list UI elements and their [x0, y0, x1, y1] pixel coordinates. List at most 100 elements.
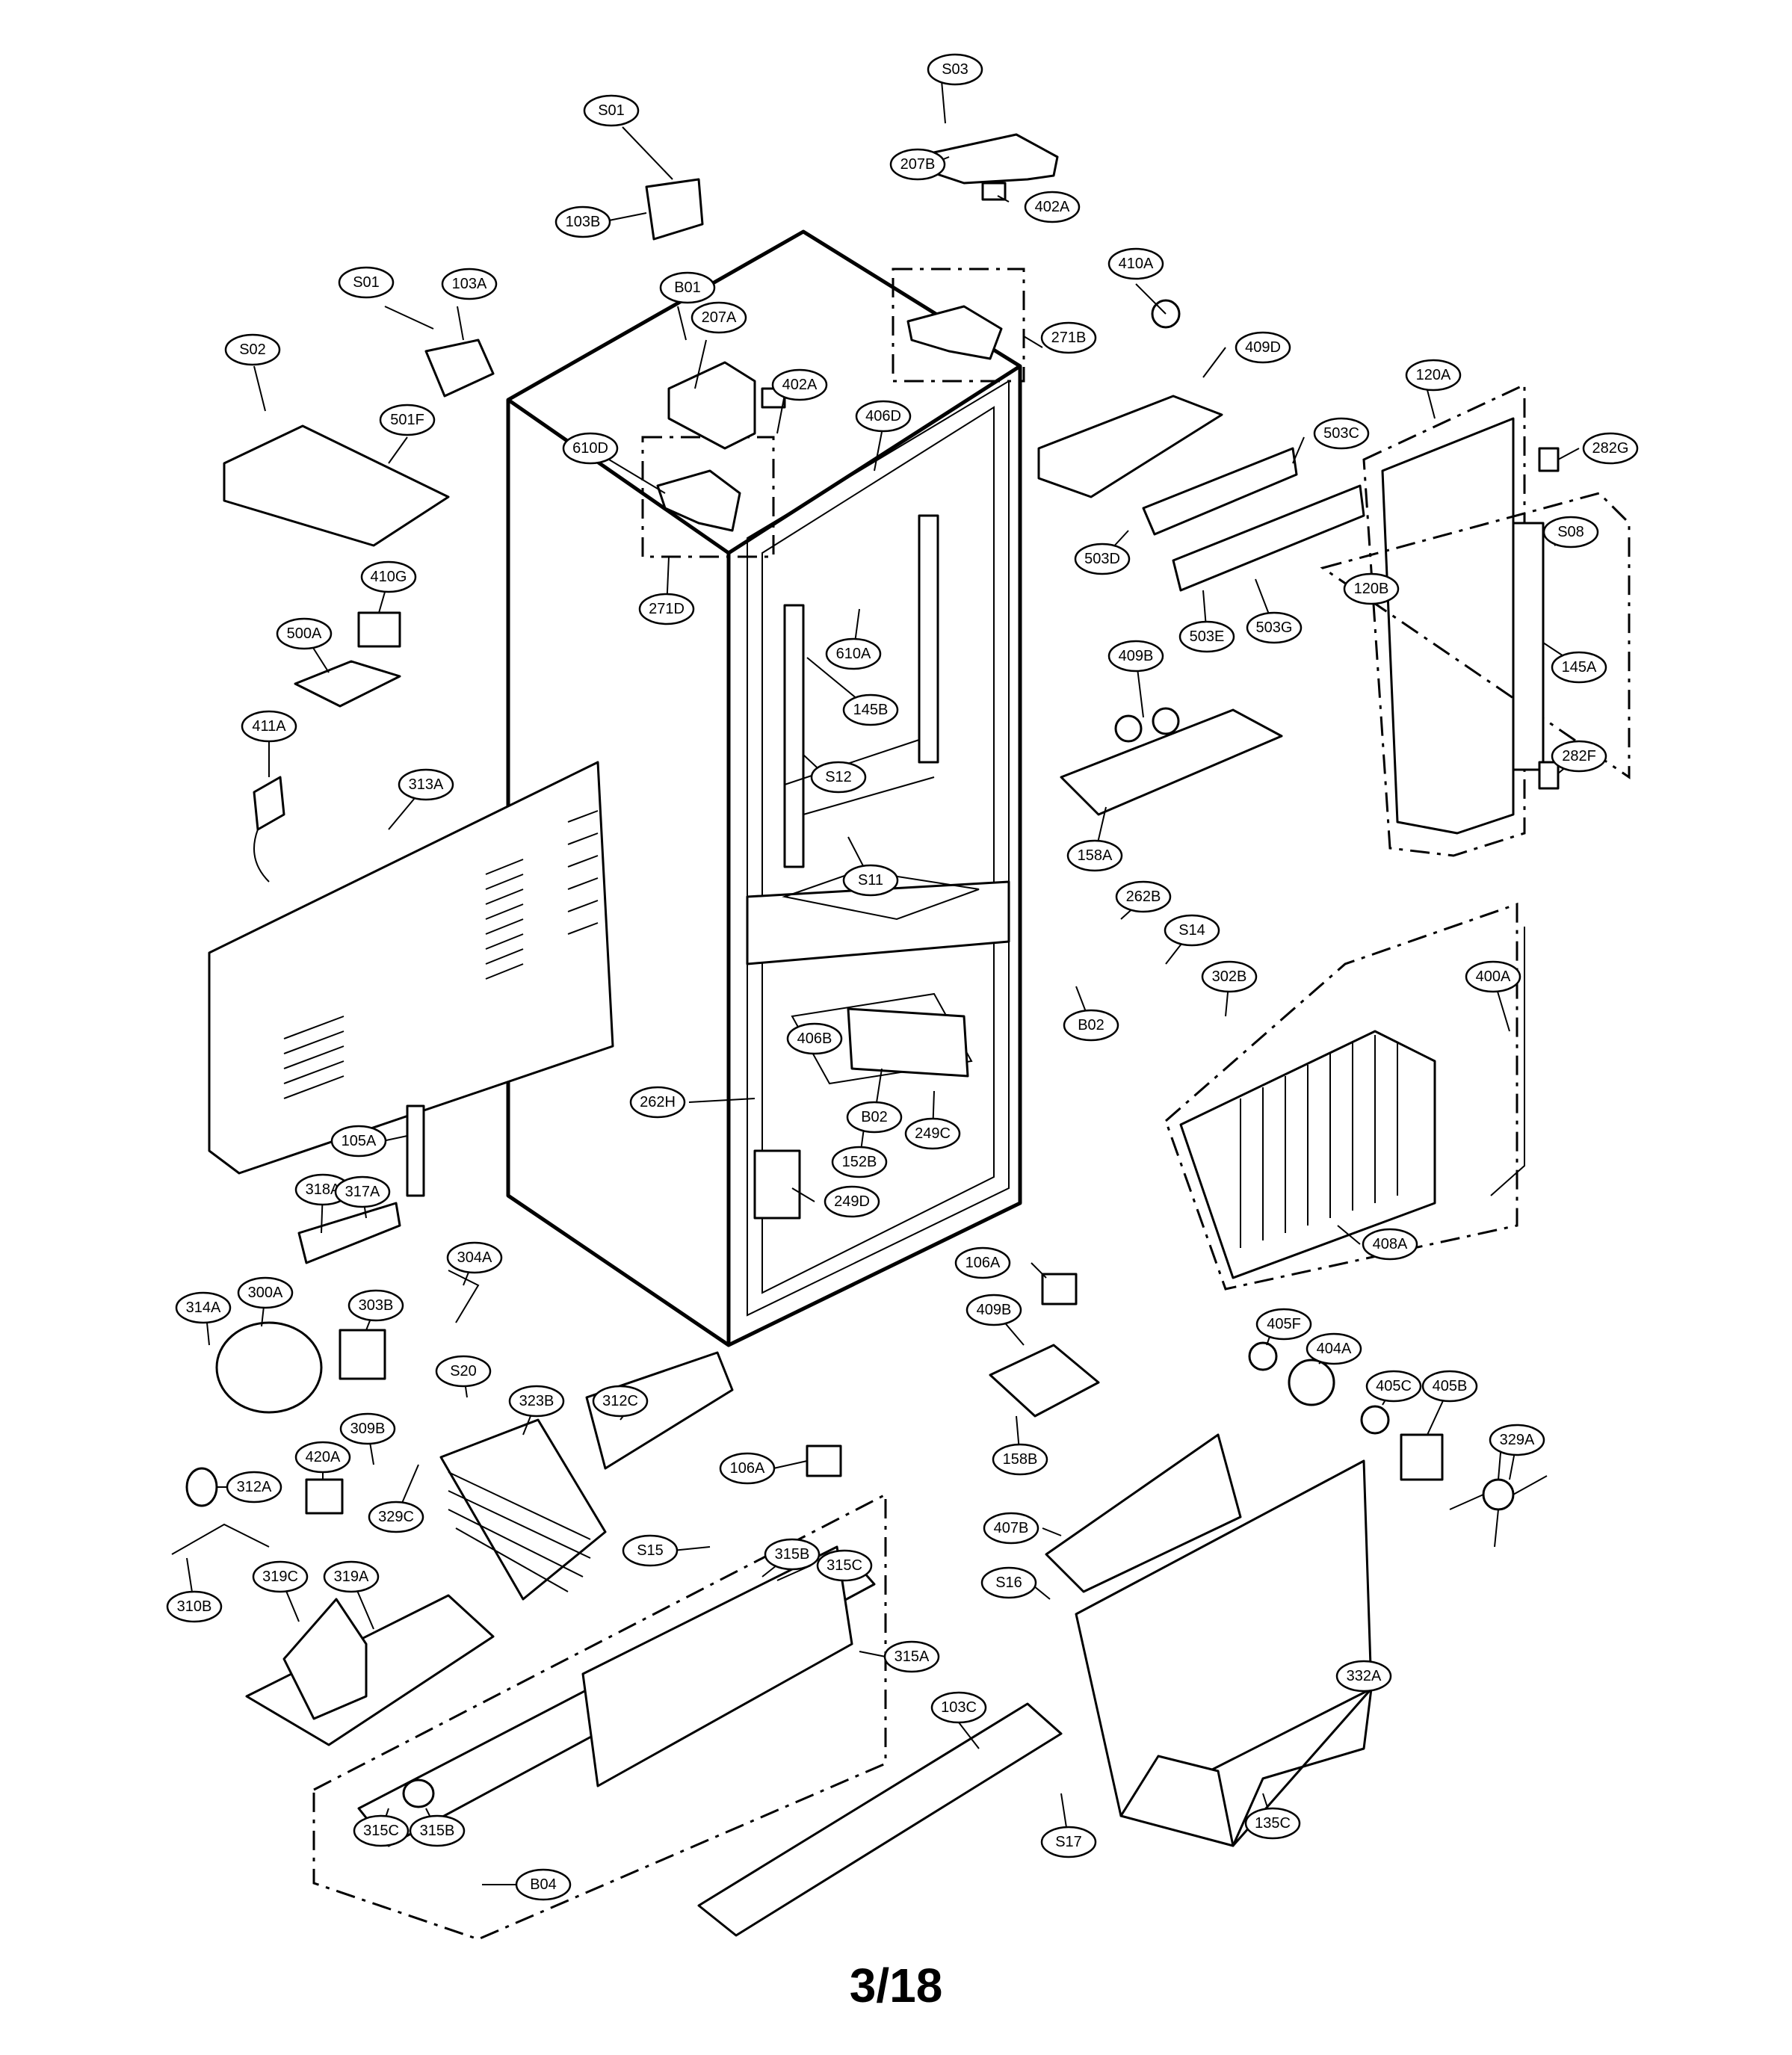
callout-bubble [927, 53, 983, 86]
callout-bubble [379, 404, 436, 436]
callout-409d: 409D [1235, 331, 1291, 364]
callout-bubble [889, 148, 946, 181]
callout-145b: 145B [842, 693, 899, 726]
callout-bubble [330, 1125, 387, 1158]
callout-label: 318A [306, 1181, 341, 1198]
callout-bubble [659, 271, 716, 304]
callout-label: 249C [915, 1125, 951, 1142]
callout-s01: S01 [338, 266, 395, 299]
callout-bubble [954, 1246, 1011, 1279]
callout-bubble [1551, 651, 1607, 684]
callout-315b: 315B [764, 1538, 821, 1571]
callout-label: 302B [1212, 968, 1247, 985]
callout-120a: 120A [1405, 359, 1462, 392]
callout-303b: 303B [347, 1289, 404, 1322]
callout-402a: 402A [771, 368, 828, 401]
callout-bubble [339, 1412, 396, 1445]
callout-bubble [1465, 960, 1521, 993]
callout-bubble [1362, 1228, 1418, 1261]
callout-410g: 410G [360, 560, 417, 593]
callout-label: 271B [1051, 330, 1087, 346]
cover-332a [1075, 1459, 1373, 1847]
callout-label: S01 [353, 274, 380, 291]
callout-bubble [764, 1538, 821, 1571]
roller-106a-bottom [806, 1444, 842, 1477]
callout-314a: 314A [175, 1291, 232, 1324]
callout-329c: 329C [368, 1501, 424, 1533]
callout-bubble [583, 94, 640, 127]
grommet-312a [185, 1467, 218, 1507]
callout-bubble [241, 710, 297, 743]
callout-bubble [368, 1501, 424, 1533]
fan-blade-329a [1449, 1434, 1548, 1548]
callout-b02: B02 [846, 1101, 903, 1134]
callout-bubble [810, 761, 867, 794]
fan-motor-404a [1288, 1359, 1335, 1406]
hinge-top-left [641, 361, 786, 558]
callout-bubble [1313, 417, 1370, 450]
callout-label: 304A [457, 1249, 492, 1266]
callout-bubble [1246, 611, 1303, 644]
callout-bubble [622, 1534, 679, 1567]
callout-bubble [1201, 960, 1258, 993]
callout-label: S14 [1178, 922, 1205, 939]
callout-271b: 271B [1040, 321, 1097, 354]
callout-label: 207B [900, 156, 936, 173]
callout-bubble [980, 1566, 1037, 1599]
callout-label: B02 [861, 1109, 888, 1125]
callout-bubble [786, 1022, 843, 1055]
callout-label: 152B [842, 1154, 877, 1170]
callout-315a: 315A [883, 1640, 940, 1673]
callout-319a: 319A [323, 1560, 380, 1593]
callout-bubble [1582, 432, 1639, 465]
power-cord-411a [253, 776, 285, 831]
callout-317a: 317A [334, 1175, 391, 1208]
callout-label: 323B [519, 1393, 554, 1409]
callout-label: 501F [390, 412, 424, 428]
callout-406d: 406D [855, 400, 912, 433]
callout-bubble [1489, 1424, 1545, 1456]
callout-b02: B02 [1063, 1009, 1119, 1042]
callout-503c: 503C [1313, 417, 1370, 450]
callout-label: 249D [834, 1193, 870, 1210]
callout-label: 313A [409, 776, 444, 793]
callout-bubble [554, 206, 611, 238]
callout-s14: S14 [1164, 914, 1220, 947]
callout-bubble [1040, 1826, 1097, 1858]
callout-120b: 120B [1343, 572, 1400, 605]
heater-400a [1490, 927, 1525, 1196]
pcb-503c [1142, 447, 1298, 536]
callout-label: 410A [1119, 256, 1154, 272]
callout-103c: 103C [930, 1691, 987, 1724]
callout-label: S03 [942, 61, 968, 78]
callout-s11: S11 [842, 864, 899, 897]
callout-503g: 503G [1246, 611, 1303, 644]
callout-label: 300A [248, 1285, 283, 1301]
callout-label: S12 [825, 769, 852, 785]
callout-bubble [338, 266, 395, 299]
callout-label: 329C [378, 1509, 414, 1525]
callout-label: 312C [602, 1393, 638, 1409]
callout-bubble [409, 1814, 466, 1847]
tube-310b [171, 1523, 270, 1555]
callout-bubble [1040, 321, 1097, 354]
callout-s12: S12 [810, 761, 867, 794]
callout-262h: 262H [629, 1086, 686, 1119]
callout-bubble [398, 768, 454, 801]
callout-304a: 304A [446, 1241, 503, 1274]
callout-282f: 282F [1551, 740, 1607, 773]
callout-bubble [855, 400, 912, 433]
callout-label: 309B [350, 1421, 386, 1437]
callout-bubble [175, 1291, 232, 1324]
callout-label: 409B [1119, 648, 1154, 664]
callout-bubble [441, 268, 498, 300]
callout-s03: S03 [927, 53, 983, 86]
callout-bubble [435, 1355, 492, 1388]
callout-label: 282F [1562, 748, 1596, 764]
drain-pan-319a [245, 1594, 495, 1746]
callout-label: 120A [1416, 367, 1451, 383]
callout-bubble [842, 864, 899, 897]
callout-bubble [842, 693, 899, 726]
callout-label: 158A [1078, 847, 1113, 864]
callout-label: S16 [995, 1575, 1022, 1591]
